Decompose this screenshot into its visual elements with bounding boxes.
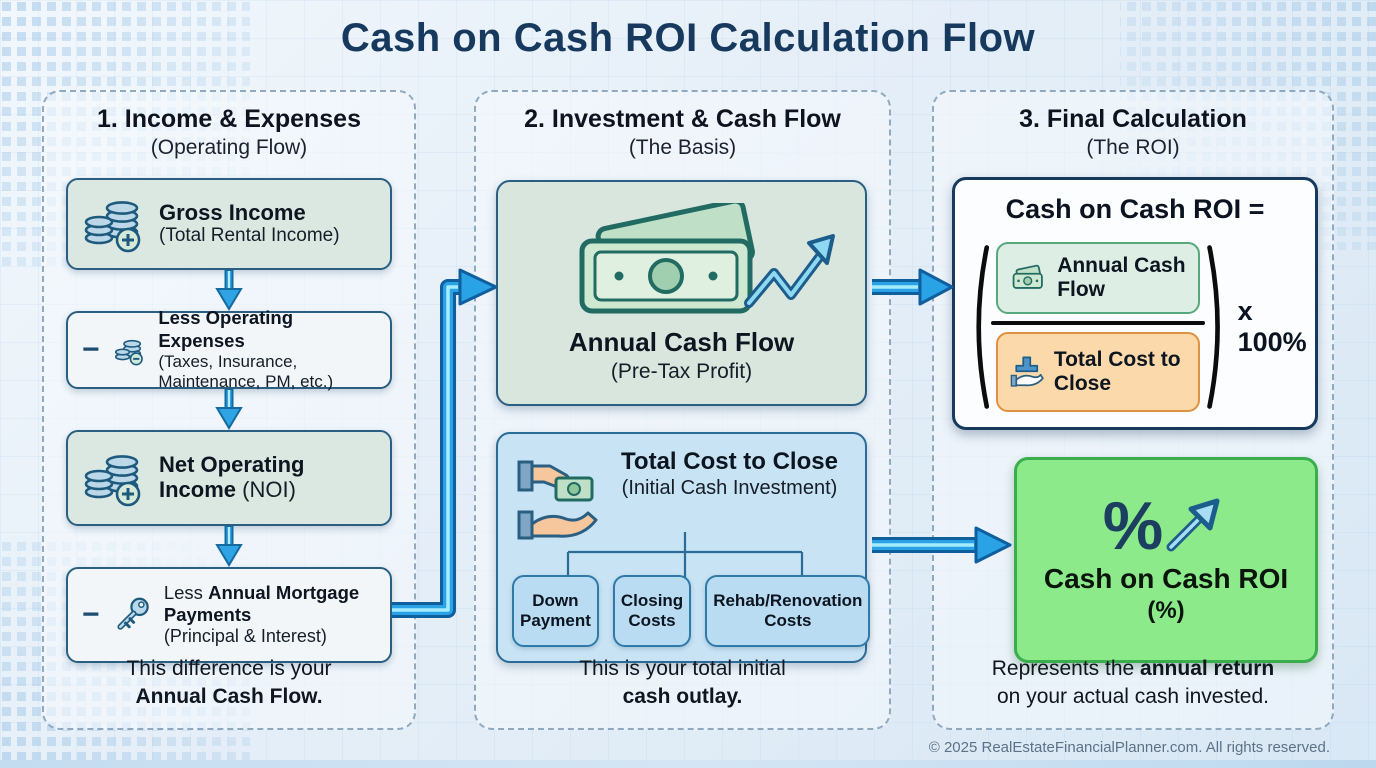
- gross-income-title: Gross Income: [159, 199, 306, 225]
- bottom-accent-strip: [0, 760, 1376, 768]
- operating-expenses-subtitle: (Taxes, Insurance, Maintenance, PM, etc.…: [158, 351, 334, 392]
- noi-text: Net Operating Income (NOI): [159, 452, 369, 504]
- gross-income-box: Gross Income (Total Rental Income): [66, 178, 392, 270]
- caption-regular: Represents the: [991, 657, 1141, 681]
- gross-income-subtitle: (Total Rental Income): [159, 225, 340, 247]
- coins-plus-icon: [84, 455, 141, 507]
- flow-arrow-down-1: [211, 270, 247, 311]
- column3-title: 3. Final Calculation: [1019, 105, 1247, 133]
- minus-sign: −: [82, 598, 100, 631]
- operating-expenses-text: Less Operating Expenses (Taxes, Insuranc…: [158, 307, 376, 392]
- caption-line2: Annual Cash Flow.: [135, 684, 323, 708]
- column-final-calculation: 3. Final Calculation (The ROI) Cash on C…: [932, 90, 1334, 730]
- total-cost-box: Total Cost to Close (Initial Cash Invest…: [496, 432, 871, 663]
- multiplier-label: x 100%: [1237, 296, 1307, 357]
- mortgage-text: Less Annual Mortgage Payments (Principal…: [164, 582, 376, 648]
- column3-caption: Represents the annual return on your act…: [934, 655, 1332, 710]
- cost-hand-icon: [1010, 356, 1044, 387]
- column1-title: 1. Income & Expenses: [96, 105, 361, 133]
- coins-minus-icon: [114, 339, 143, 366]
- column2-subtitle: (The Basis): [628, 136, 737, 159]
- hands-money-icon: [517, 460, 598, 540]
- column2-header: 2. Investment & Cash Flow (The Basis): [476, 92, 889, 160]
- denominator-chip: Total Cost to Close: [996, 332, 1201, 412]
- formula-heading: Cash on Cash ROI =: [1005, 194, 1265, 224]
- percent-growth-icon: %: [1102, 488, 1229, 565]
- result-title: Cash on Cash ROI: [1043, 563, 1289, 594]
- noi-suffix: (NOI): [236, 477, 296, 503]
- numerator-label: Annual Cash Flow: [1057, 253, 1186, 301]
- column3-header: 3. Final Calculation (The ROI): [934, 92, 1332, 160]
- column1-header: 1. Income & Expenses (Operating Flow): [44, 92, 414, 160]
- column2-title: 2. Investment & Cash Flow: [524, 105, 841, 133]
- operating-expenses-title: Less Operating Expenses: [158, 307, 294, 351]
- coins-plus-icon: [84, 201, 141, 253]
- caption-line1: Represents the annual return: [934, 655, 1332, 682]
- total-cost-header: Total Cost to Close (Initial Cash Invest…: [610, 448, 849, 500]
- formula-fraction: Annual Cash Flow Total Cost to Close: [991, 242, 1206, 412]
- up-arrow-icon: [1166, 498, 1220, 552]
- rehab-costs-chip: Rehab/Renovation Costs: [705, 575, 871, 647]
- column1-subtitle: (Operating Flow): [150, 136, 308, 159]
- denominator-label: Total Cost to Close: [1053, 347, 1181, 395]
- column2-caption: This is your total initial cash outlay.: [476, 655, 889, 710]
- flow-arrow-down-2: [211, 389, 247, 430]
- result-box: % Cash on Cash ROI (%): [1014, 457, 1318, 663]
- acf-title: Annual Cash Flow: [568, 326, 795, 357]
- column-investment-cashflow: 2. Investment & Cash Flow (The Basis) An…: [474, 90, 891, 730]
- cost-breakdown-connector: [566, 532, 804, 578]
- mortgage-payments-box: − Less Annual Mortgage Payments (Princip…: [66, 567, 392, 663]
- income-flow: Gross Income (Total Rental Income) −: [66, 178, 392, 663]
- cost-chips: Down Payment Closing Costs Rehab/Renovat…: [512, 575, 871, 647]
- operating-expenses-box: − Less Operating Expenses (Taxes, Insura…: [66, 307, 392, 391]
- fraction-line: [991, 321, 1206, 325]
- caption-line2: on your actual cash invested.: [997, 684, 1269, 708]
- numerator-chip: Annual Cash Flow: [996, 242, 1201, 314]
- annual-cash-flow-box: Annual Cash Flow (Pre-Tax Profit): [496, 180, 867, 406]
- gross-income-text: Gross Income (Total Rental Income): [159, 200, 340, 248]
- acf-subtitle: (Pre-Tax Profit): [610, 359, 753, 383]
- mortgage-title: Annual Mortgage Payments: [163, 582, 360, 626]
- column1-caption: This difference is your Annual Cash Flow…: [44, 655, 414, 710]
- down-payment-chip: Down Payment: [512, 575, 599, 647]
- close-paren-shape: [1207, 245, 1221, 409]
- noi-box: Net Operating Income (NOI): [66, 430, 392, 526]
- mortgage-subtitle: (Principal & Interest): [163, 626, 327, 647]
- formula-card: Cash on Cash ROI = Annual Cash Flow: [952, 177, 1318, 430]
- closing-costs-chip: Closing Costs: [612, 575, 692, 647]
- noi-title: Net Operating Income: [159, 452, 305, 503]
- column-income-expenses: 1. Income & Expenses (Operating Flow) Gr…: [42, 90, 416, 730]
- total-cost-title: Total Cost to Close: [621, 448, 838, 475]
- caption-line1: This is your total initial: [579, 657, 786, 681]
- copyright-text: © 2025 RealEstateFinancialPlanner.com. A…: [928, 739, 1330, 756]
- flow-arrow-down-3: [211, 526, 247, 567]
- caption-bold: annual return: [1140, 657, 1275, 681]
- formula-row: Annual Cash Flow Total Cost to Close: [969, 229, 1315, 425]
- minus-sign: −: [82, 333, 100, 366]
- page-title: Cash on Cash ROI Calculation Flow: [340, 16, 1036, 60]
- caption-line2: cash outlay.: [622, 684, 743, 708]
- percent-symbol: %: [1102, 488, 1164, 565]
- total-cost-subtitle: (Initial Cash Investment): [621, 477, 838, 499]
- cash-icon: [1012, 264, 1044, 289]
- result-subtitle: (%): [1147, 597, 1185, 624]
- mortgage-prefix: Less: [163, 582, 209, 604]
- open-paren-shape: [976, 245, 990, 409]
- column3-subtitle: (The ROI): [1086, 136, 1180, 159]
- caption-line1: This difference is your: [126, 657, 332, 681]
- key-icon: [116, 597, 149, 630]
- money-growth-icon: [579, 202, 835, 313]
